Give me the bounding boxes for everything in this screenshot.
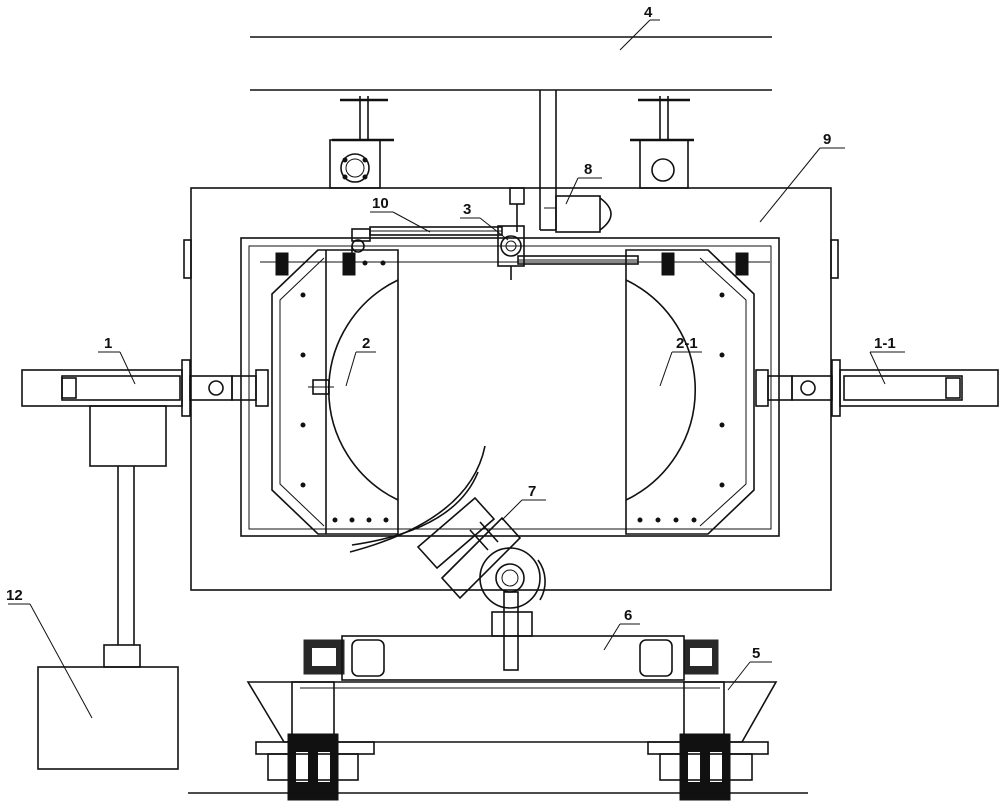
left-clamp-2 — [271, 249, 399, 535]
label-3: 3 — [463, 201, 471, 218]
label-10: 10 — [372, 195, 389, 212]
outer-frame — [190, 187, 832, 591]
label-6: 6 — [624, 607, 632, 624]
label-5: 5 — [752, 645, 760, 662]
track-5 — [188, 681, 808, 801]
label-1-1: 1-1 — [874, 335, 896, 352]
label-8: 8 — [584, 161, 592, 178]
right-clamp-2-1 — [625, 249, 755, 535]
left-hanger — [329, 96, 394, 189]
inner-frame — [240, 237, 780, 537]
right-hanger — [630, 96, 694, 189]
rack-10 — [351, 226, 503, 270]
label-4: 4 — [644, 4, 653, 21]
left-cylinder-1 — [21, 239, 269, 417]
right-cylinder-1-1 — [755, 239, 999, 417]
label-2: 2 — [362, 335, 370, 352]
overhead-rail — [250, 36, 772, 91]
motor — [509, 187, 612, 233]
part-labels: 4 9 8 10 3 1 1-1 2 2-1 7 6 5 12 — [6, 4, 896, 662]
hydraulic-unit-12 — [37, 405, 179, 770]
center-post — [539, 90, 557, 231]
leader-lines — [8, 19, 905, 719]
label-12: 12 — [6, 587, 23, 604]
gear-3 — [497, 225, 639, 280]
label-9: 9 — [823, 131, 831, 148]
label-7: 7 — [528, 483, 536, 500]
label-2-1: 2-1 — [676, 335, 698, 352]
cart-6 — [303, 635, 719, 681]
rotating-arm-7 — [349, 445, 546, 671]
label-1: 1 — [104, 335, 112, 352]
